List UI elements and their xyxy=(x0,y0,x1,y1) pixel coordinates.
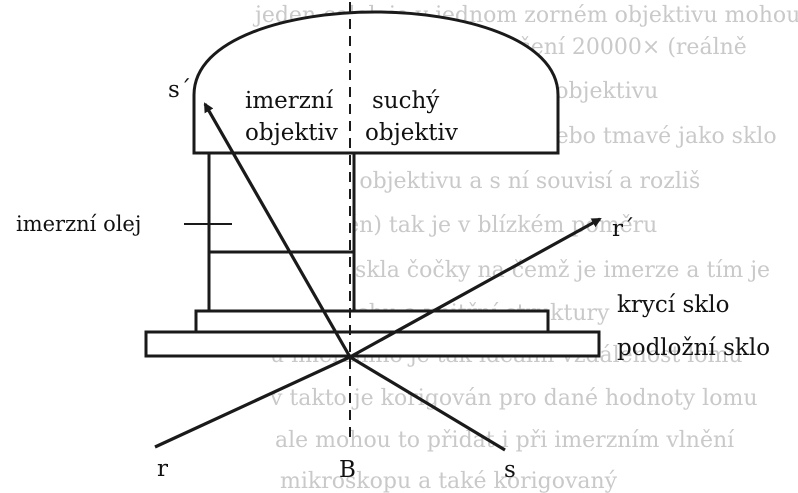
immersion-oil-drop xyxy=(207,250,356,313)
immersion-oil-label: imerzní olej xyxy=(16,212,141,236)
ray-r-incident xyxy=(154,355,351,449)
dry-objective-label-line1: suchý xyxy=(372,88,439,114)
ray-s-prime xyxy=(203,102,352,358)
ray-s-prime-label: s´ xyxy=(168,77,191,103)
show-through-line: v takto je korigován pro dané hodnoty lo… xyxy=(269,386,758,411)
slide-glass-label: podložní sklo xyxy=(617,335,770,361)
objective-dome xyxy=(192,10,560,155)
ray-r-prime xyxy=(349,217,602,359)
immersion-objective-label-line2: objektiv xyxy=(245,120,338,146)
show-through-line: mikroskopu a také korigovaný xyxy=(280,469,618,493)
cover-glass-shape xyxy=(194,309,550,334)
dry-objective-label-line2: objektiv xyxy=(365,120,458,146)
immersion-objective-label-line1: imerzní xyxy=(245,88,334,114)
cover-glass-label: krycí sklo xyxy=(617,292,729,318)
ray-r-label: r xyxy=(157,456,168,482)
ray-s-incident xyxy=(349,355,506,452)
axis-b-label: B xyxy=(339,457,356,483)
ray-r-prime-label: r´ xyxy=(612,216,635,242)
ray-s-label: s xyxy=(504,457,516,483)
